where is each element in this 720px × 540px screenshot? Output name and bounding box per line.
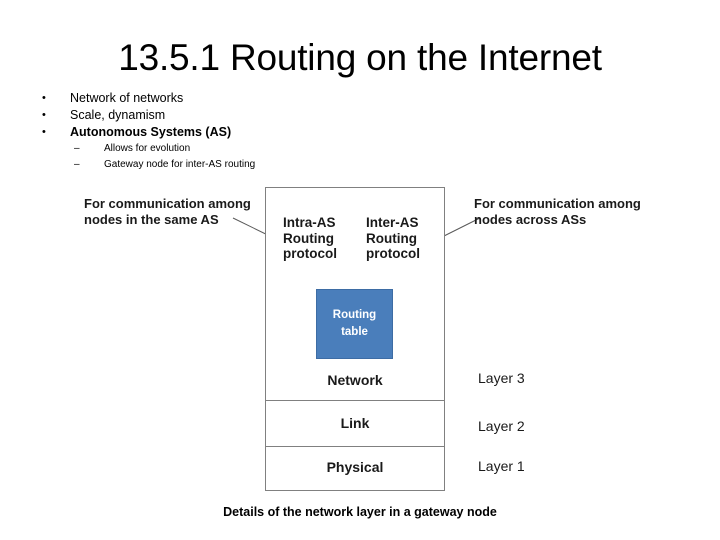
stack-layer-network-label: Network	[327, 372, 383, 388]
list-item: • Network of networks	[32, 90, 432, 106]
bullet-marker-icon: •	[42, 126, 46, 138]
inter-as-line-1: Inter-AS	[366, 215, 419, 230]
bullet-list: • Network of networks • Scale, dynamism …	[32, 90, 432, 173]
list-item: – Gateway node for inter-AS routing	[32, 157, 432, 172]
stack-layer-link: Link	[266, 401, 444, 447]
stack-layer-physical-label: Physical	[326, 459, 384, 475]
intra-as-line-2: Routing	[283, 230, 334, 246]
list-item-label: Allows for evolution	[104, 143, 191, 154]
caption-inter-as: For communication among nodes across ASs	[474, 196, 641, 227]
list-item: • Scale, dynamism	[32, 107, 432, 123]
list-item-label: Gateway node for inter-AS routing	[104, 159, 256, 170]
dash-marker-icon: –	[74, 159, 80, 170]
dash-marker-icon: –	[74, 143, 80, 154]
routing-table-line-2: table	[341, 326, 368, 338]
routing-table-line-1: Routing	[332, 309, 377, 321]
inter-as-line-3: protocol	[366, 246, 420, 261]
list-item: – Allows for evolution	[32, 141, 432, 156]
inter-as-routing-protocol-label: Inter-AS Routing protocol	[366, 215, 420, 262]
page-title: 13.5.1 Routing on the Internet	[118, 37, 602, 78]
inter-as-line-2: Routing	[366, 230, 417, 246]
bullet-marker-icon: •	[42, 109, 46, 121]
intra-as-line-3: protocol	[283, 246, 337, 261]
list-item-label: Scale, dynamism	[70, 108, 166, 122]
layer-number-3: Layer 3	[478, 370, 525, 386]
routing-table-box: Routing table	[316, 289, 393, 359]
caption-intra-as: For communication among nodes in the sam…	[84, 196, 251, 227]
list-item-label: Network of networks	[70, 91, 184, 105]
list-item: • Autonomous Systems (AS)	[32, 124, 432, 140]
stack-layer-network: Network	[266, 188, 444, 401]
stack-layer-physical: Physical	[266, 447, 444, 490]
intra-as-line-1: Intra-AS	[283, 215, 336, 230]
layer-number-1: Layer 1	[478, 458, 525, 474]
list-item-label: Autonomous Systems (AS)	[70, 125, 232, 139]
layer-number-2: Layer 2	[478, 418, 525, 434]
intra-as-routing-protocol-label: Intra-AS Routing protocol	[283, 215, 337, 262]
bullet-marker-icon: •	[42, 92, 46, 104]
stack-layer-link-label: Link	[340, 415, 370, 431]
figure-caption: Details of the network layer in a gatewa…	[223, 505, 497, 519]
